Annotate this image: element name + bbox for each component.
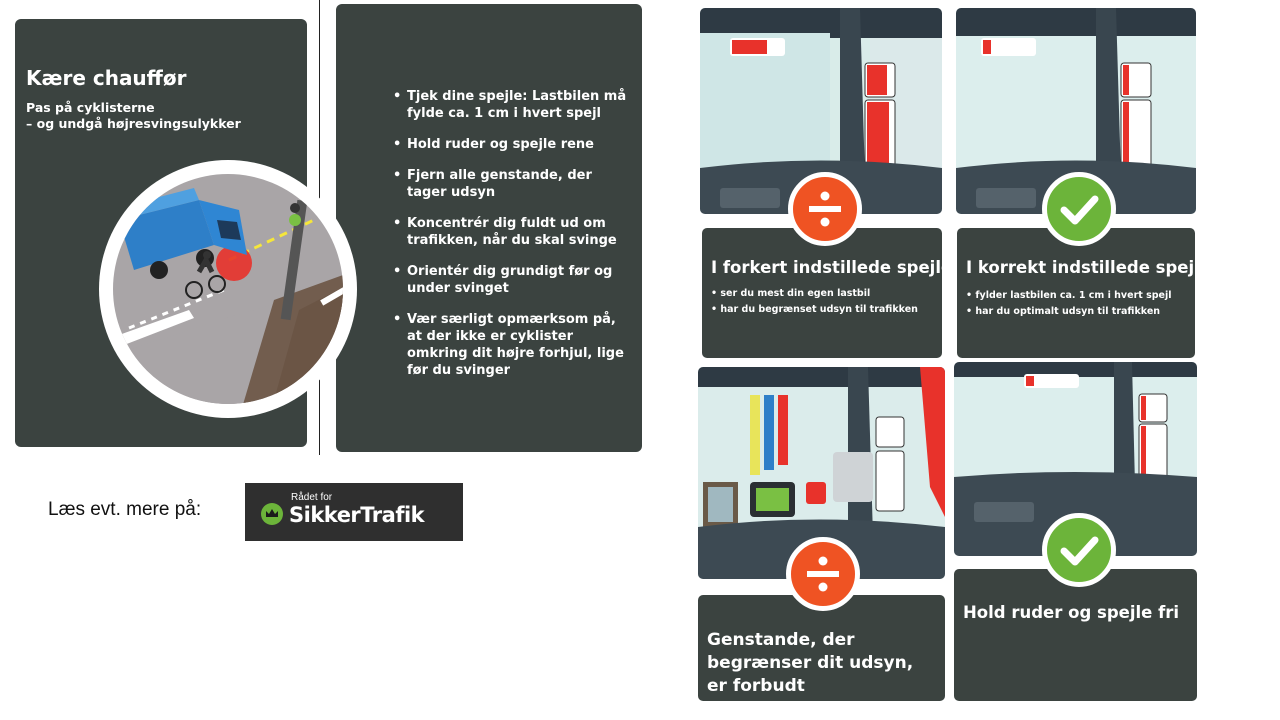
divide-icon [786, 537, 860, 611]
caption-objects: Genstande, der begrænser dit udsyn, er f… [698, 595, 945, 701]
caption-wrong-mirrors: I forkert indstillede spejle • ser du me… [702, 228, 952, 358]
intro-subtitle-line2: – og undgå højresvingsulykker [26, 116, 241, 131]
tip-item: Fjern alle genstande, der tager udsyn [393, 167, 633, 201]
intro-subtitle-line1: Pas på cyklisterne [26, 100, 155, 115]
caption-title: I korrekt indstillede spejle [966, 258, 1211, 277]
caption-line: • ser du mest din egen lastbil [711, 288, 871, 299]
logo-small-text: Rådet for [291, 492, 333, 503]
cab-photo-correct-mirrors [956, 8, 1196, 214]
tips-list: Tjek dine spejle: Lastbilen må fylde ca.… [393, 88, 633, 393]
read-more-label: Læs evt. mere på: [48, 499, 202, 520]
truck-cyclist-illustration [99, 160, 357, 418]
tip-item: Orientér dig grundigt før og under sving… [393, 263, 633, 297]
tip-item: Vær særligt opmærksom på, at der ikke er… [393, 311, 633, 379]
tip-item: Tjek dine spejle: Lastbilen må fylde ca.… [393, 88, 633, 122]
caption-title: Hold ruder og spejle fri [963, 603, 1180, 622]
caption-clear: Hold ruder og spejle fri [954, 569, 1197, 701]
intro-title: Kære chauffør [26, 66, 187, 90]
caption-line: • har du begrænset udsyn til trafikken [711, 304, 918, 315]
divide-icon [788, 172, 862, 246]
tip-item: Hold ruder og spejle rene [393, 136, 633, 153]
logo-big-text: SikkerTrafik [289, 503, 425, 527]
tip-item: Koncentrér dig fuldt ud om trafikken, nå… [393, 215, 633, 249]
logo-crown-icon [261, 503, 283, 525]
sikker-trafik-logo[interactable]: Rådet for SikkerTrafik [245, 483, 463, 541]
check-icon [1042, 172, 1116, 246]
caption-line: • fylder lastbilen ca. 1 cm i hvert spej… [966, 290, 1172, 301]
caption-line: • har du optimalt udsyn til trafikken [966, 306, 1161, 317]
caption-title: Genstande, der begrænser dit udsyn, er f… [707, 630, 914, 696]
check-icon [1042, 513, 1116, 587]
caption-title: I forkert indstillede spejle [711, 258, 953, 277]
caption-correct-mirrors: I korrekt indstillede spejle • fylder la… [957, 228, 1211, 358]
